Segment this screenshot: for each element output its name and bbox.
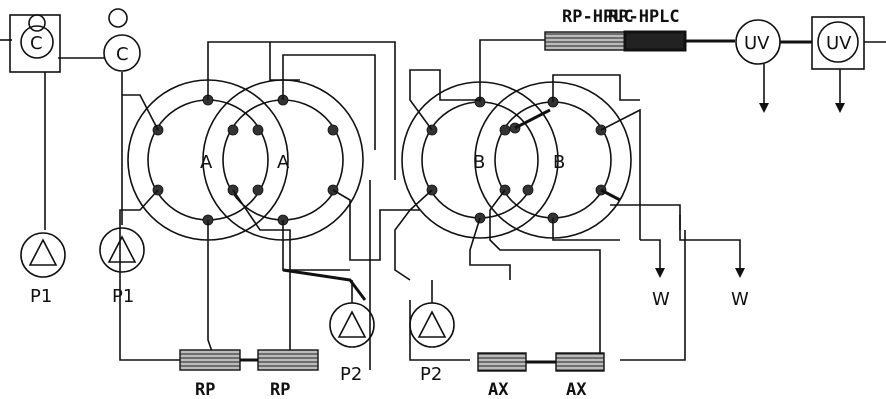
- detector-1-label: UV: [744, 33, 770, 54]
- waste-2-label: W: [731, 289, 749, 310]
- column-rp-2: RP: [258, 350, 318, 399]
- pump-p1-right: P1: [100, 228, 144, 307]
- column-rp-2-label: RP: [270, 380, 290, 399]
- uv-detector-2: UV: [812, 17, 886, 113]
- pump-p1-left: P1: [21, 233, 65, 307]
- waste-2-arrow: [735, 268, 745, 278]
- column-rp-1: RP: [180, 350, 240, 399]
- detector-2-label: UV: [826, 33, 852, 54]
- column-top-overlap-label: RP-HPLC: [608, 7, 680, 27]
- pump-2-left-label: P2: [340, 364, 362, 385]
- waste-1-arrow: [655, 268, 665, 278]
- pump-p2-right: P2: [410, 280, 454, 385]
- valve-b-left-label: B: [473, 152, 485, 173]
- valve-b-right-label: B: [553, 152, 565, 173]
- valve-a: A A: [128, 80, 363, 240]
- column-rp-1-label: RP: [195, 380, 215, 399]
- column-ax-1: AX: [478, 353, 526, 399]
- column-ax-2-label: AX: [566, 380, 587, 399]
- waste-1-label: W: [652, 289, 670, 310]
- rp-hplc-columns: RP-HPLC RP-HPLC: [545, 7, 735, 50]
- column-ax-1-label: AX: [488, 380, 509, 399]
- valve-a-left-label: A: [200, 152, 213, 173]
- valve-b: B B: [402, 82, 631, 238]
- valve-a-right-label: A: [277, 152, 290, 173]
- cap-right-label: C: [116, 44, 129, 65]
- pump-1-left-label: P1: [30, 286, 52, 307]
- pump-1-right-label: P1: [112, 286, 134, 307]
- cap-left-label: C: [30, 33, 43, 54]
- pump-2-right-label: P2: [420, 364, 442, 385]
- pump-p2-left: P2: [330, 280, 374, 385]
- uv-detector-1: UV: [736, 20, 780, 113]
- injector-right: C: [104, 9, 140, 71]
- column-ax-2: AX: [556, 353, 604, 399]
- injector-left: C: [10, 15, 60, 72]
